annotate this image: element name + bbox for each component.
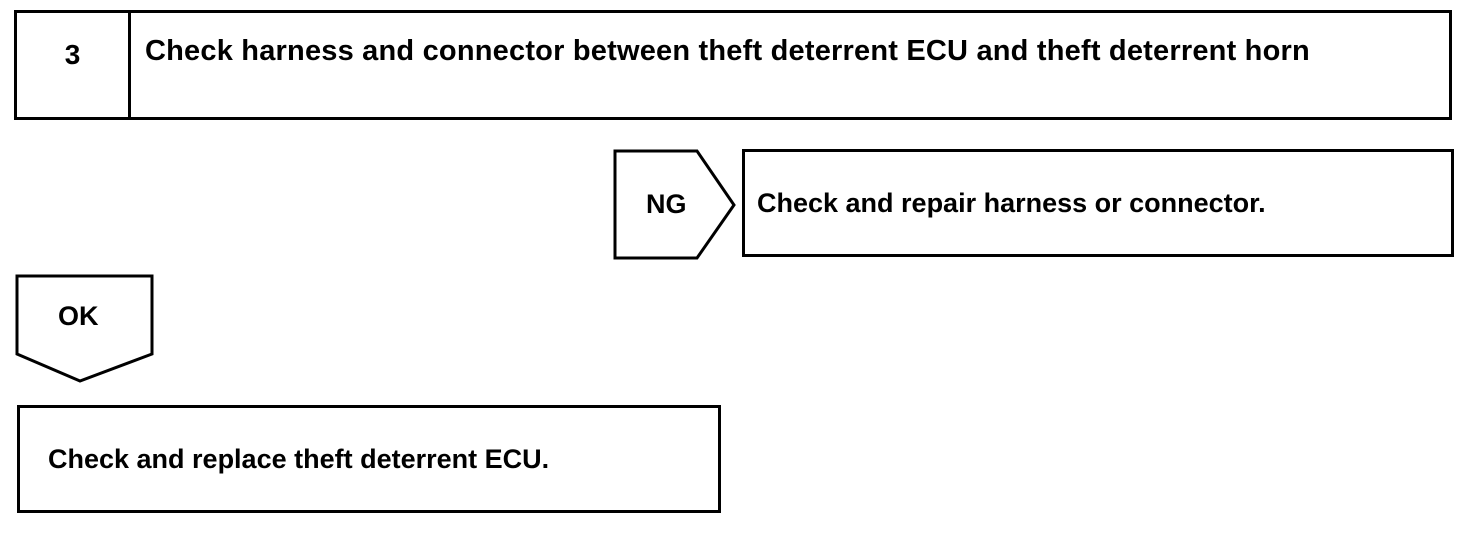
ok-action-text: Check and replace theft deterrent ECU. — [48, 443, 550, 474]
step-title: Check harness and connector between thef… — [145, 35, 1310, 67]
ok-action-box: Check and replace theft deterrent ECU. — [17, 405, 721, 513]
ng-arrow-shape — [613, 149, 736, 260]
ng-label: NG — [646, 189, 687, 219]
step-box: 3 Check harness and connector between th… — [14, 10, 1452, 120]
ng-action-text: Check and repair harness or connector. — [757, 187, 1266, 218]
ok-arrow-shape — [15, 274, 154, 383]
ng-action-box: Check and repair harness or connector. — [742, 149, 1454, 257]
step-number: 3 — [17, 13, 131, 117]
ok-label: OK — [58, 301, 99, 331]
